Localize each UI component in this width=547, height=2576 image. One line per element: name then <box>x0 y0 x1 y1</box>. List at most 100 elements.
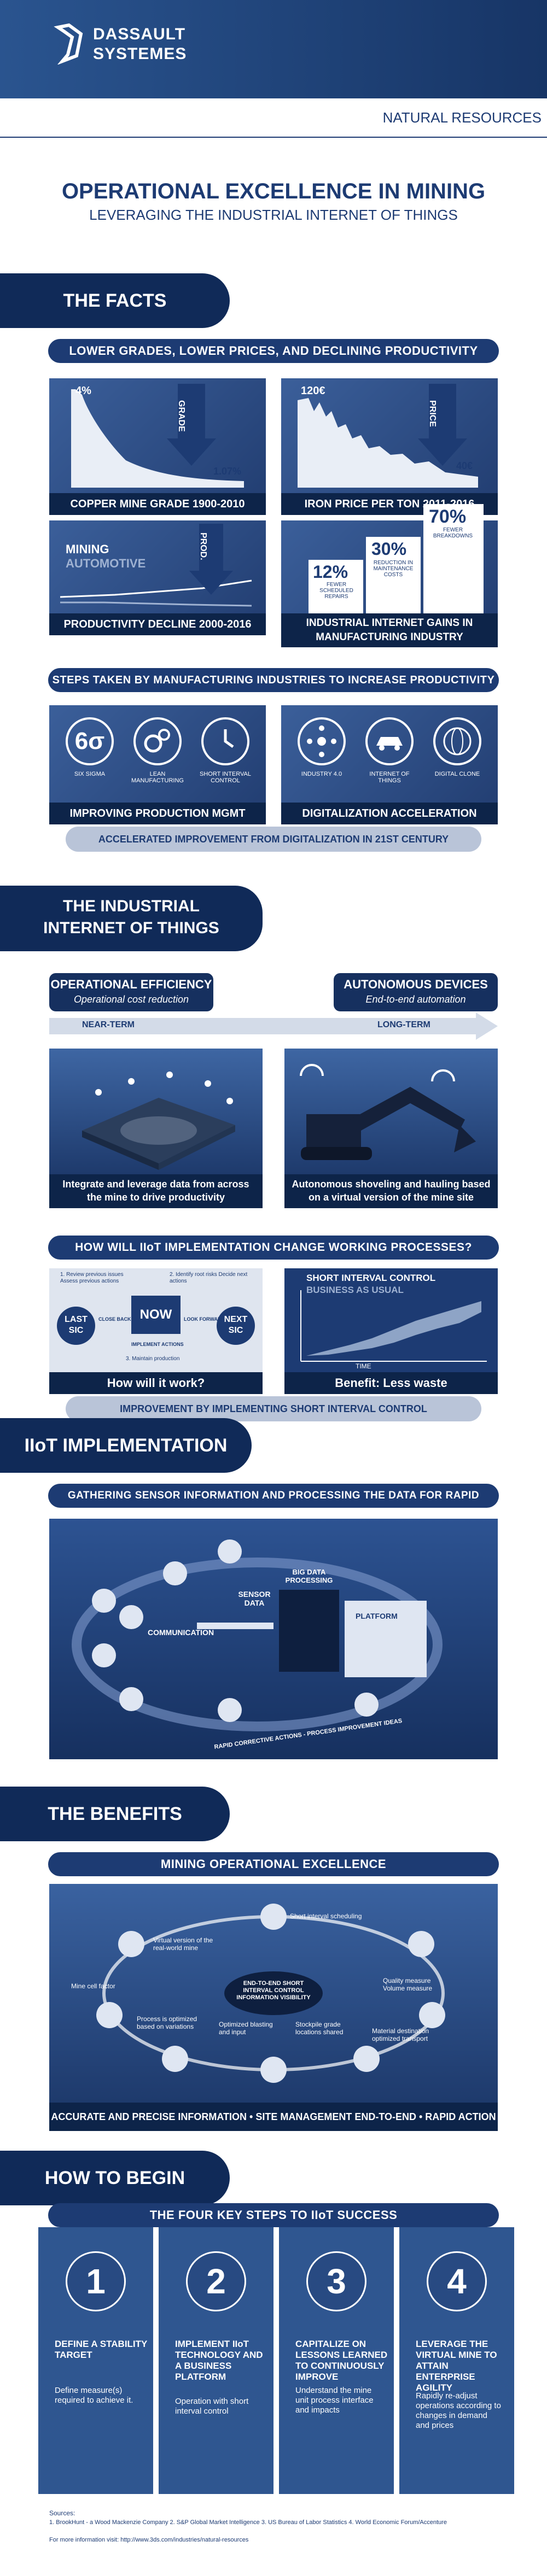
impl-banner-text: IIoT IMPLEMENTATION <box>24 1435 228 1456</box>
prod-down-arrow-icon <box>189 524 233 595</box>
begin-banner: HOW TO BEGIN <box>0 2151 230 2205</box>
price-down-arrow-icon <box>418 384 467 466</box>
copper-end: 1.07% <box>213 466 242 477</box>
step-3-title: CAPITALIZE ON LESSONS LEARNED TO CONTINU… <box>295 2339 388 2382</box>
gain-bar-12 <box>309 560 363 613</box>
price-arrow-label: PRICE <box>428 400 437 427</box>
tag-divider <box>0 137 547 138</box>
grade-arrow-label: GRADE <box>177 400 186 432</box>
productivity-panel: MINING AUTOMOTIVE PROD. <box>49 520 266 613</box>
mgmt-item-3: SHORT INTERVAL CONTROL <box>200 771 251 784</box>
accelerated-pill: ACCELERATED IMPROVEMENT FROM DIGITALIZAT… <box>66 827 481 852</box>
sources-link[interactable]: For more information visit: http://www.3… <box>49 2537 249 2543</box>
near-term-arrow: OPERATIONAL EFFICIENCY Operational cost … <box>49 973 498 1040</box>
impl-diagram: SENSOR DATA BIG DATA PROCESSING COMMUNIC… <box>49 1519 498 1759</box>
step-4-desc: Rapidly re-adjust operations according t… <box>416 2391 501 2430</box>
long-term-label: LONG-TERM <box>377 1020 430 1029</box>
big-data-label: BIG DATA PROCESSING <box>285 1568 333 1584</box>
clock-icon <box>201 717 249 765</box>
industry-network-icon <box>298 717 346 765</box>
gain-30-label: REDUCTION IN MAINTENANCE COSTS <box>373 560 414 578</box>
brand-name-1: DASSAULT <box>93 25 186 43</box>
digital-item-1: INDUSTRY 4.0 <box>301 771 342 777</box>
sensor-data-label: SENSOR DATA <box>238 1590 271 1607</box>
prod-arrow-label: PROD. <box>199 532 208 560</box>
gains-panel: 12% FEWER SCHEDULED REPAIRS 30% REDUCTIO… <box>281 504 498 613</box>
timeline-arrow-icon <box>476 1012 498 1040</box>
last-sic-circle: LAST SIC <box>57 1307 95 1345</box>
autonomous-panel <box>284 1049 498 1174</box>
benefit-item-5: Stockpile grade locations shared <box>295 2021 344 2036</box>
benefit-sub: BUSINESS AS USUAL <box>306 1285 404 1295</box>
step-2-title: IMPLEMENT IIoT TECHNOLOGY AND A BUSINESS… <box>175 2339 263 2382</box>
benefits-footer: ACCURATE AND PRECISE INFORMATION • SITE … <box>49 2103 498 2131</box>
op-efficiency-box <box>49 973 213 1011</box>
time-label: TIME <box>356 1362 371 1370</box>
benefit-item-4: Material destination optimized transport <box>372 2027 429 2042</box>
iron-start: 120€ <box>301 385 325 397</box>
benefit-title: SHORT INTERVAL CONTROL <box>306 1273 436 1283</box>
copper-start: 4% <box>75 385 91 397</box>
begin-banner-text: HOW TO BEGIN <box>44 2168 185 2188</box>
facts-banner: THE FACTS <box>0 273 230 328</box>
benefits-pill: MINING OPERATIONAL EXCELLENCE <box>48 1852 499 1876</box>
productivity-caption: PRODUCTIVITY DECLINE 2000-2016 <box>49 613 266 635</box>
sic-panel: LAST SIC NOW NEXT SIC 1. Review previous… <box>49 1268 263 1372</box>
question-pill: HOW WILL IIoT IMPLEMENTATION CHANGE WORK… <box>48 1236 499 1260</box>
op-efficiency-sub: Operational cost reduction <box>73 994 189 1005</box>
mine-data-panel <box>49 1049 263 1174</box>
iiot-banner-line1: THE INDUSTRIAL <box>63 897 200 915</box>
grade-down-arrow-icon <box>167 384 216 466</box>
autonomous-box <box>334 973 498 1011</box>
facts-pill: LOWER GRADES, LOWER PRICES, AND DECLININ… <box>48 339 499 363</box>
benefit-panel: SHORT INTERVAL CONTROL BUSINESS AS USUAL… <box>284 1268 498 1372</box>
copper-decline-curve <box>71 389 244 488</box>
step-1-title: DEFINE A STABILITY TARGET <box>55 2339 148 2360</box>
sic-caption: How will it work? <box>49 1372 263 1394</box>
gain-bar-70 <box>423 504 484 613</box>
mgmt-caption: IMPROVING PRODUCTION MGMT <box>49 803 266 824</box>
sic-step-1: 1. Review previous issues Assess previou… <box>60 1272 124 1284</box>
mining-label: MINING <box>66 542 109 556</box>
iron-end: 40€ <box>456 460 473 471</box>
gain-70-label: FEWER BREAKDOWNS <box>433 527 473 539</box>
six-sigma-icon: 6σ <box>66 717 114 765</box>
benefit-item-2: Short interval scheduling <box>290 1912 362 1920</box>
benefit-item-3: Quality measure Volume measure <box>383 1977 433 1992</box>
copper-chart-panel: 4% 1.07% GRADE <box>49 378 266 493</box>
step-2-number: 2 <box>186 2251 246 2311</box>
gain-12-value: 12% <box>313 562 348 582</box>
step-1-desc: Define measure(s) required to achieve it… <box>55 2386 133 2405</box>
benefit-item-7: Process is optimized based on variations <box>137 2015 197 2030</box>
step-3-number: 3 <box>306 2251 366 2311</box>
benefits-diagram: END-TO-END SHORT INTERVAL CONTROL INFORM… <box>49 1884 498 2103</box>
step-2-desc: Operation with short interval control <box>175 2397 249 2416</box>
benefits-banner: THE BENEFITS <box>0 1787 230 1841</box>
automotive-label: AUTOMOTIVE <box>66 557 146 570</box>
timeline-bar <box>49 1018 481 1034</box>
next-sic-circle: NEXT SIC <box>217 1307 255 1345</box>
platform-label: PLATFORM <box>356 1612 398 1620</box>
page-title: OPERATIONAL EXCELLENCE IN MINING <box>61 179 486 203</box>
ds-logo-icon <box>53 23 86 65</box>
gain-bar-30 <box>366 537 421 613</box>
impl-loop <box>72 1539 443 1731</box>
impl-pill: GATHERING SENSOR INFORMATION AND PROCESS… <box>48 1484 499 1525</box>
mine-platform-illustration <box>82 1072 235 1170</box>
lean-gears-icon <box>133 717 182 765</box>
digital-item-3: DIGITAL CLONE <box>434 771 480 777</box>
step-1: 1 DEFINE A STABILITY TARGET Define measu… <box>38 2227 153 2494</box>
iron-decline-curve <box>298 398 478 488</box>
benefit-item-8: Mine cell factor <box>71 1982 115 1990</box>
mgmt-item-1: SIX SIGMA <box>74 771 106 777</box>
gain-12-label: FEWER SCHEDULED REPAIRS <box>319 582 353 600</box>
step-2: 2 IMPLEMENT IIoT TECHNOLOGY AND A BUSINE… <box>159 2227 274 2494</box>
digital-panel: INDUSTRY 4.0 INTERNET OF THINGS DIGITAL … <box>281 705 498 803</box>
benefits-loop <box>96 1904 445 2083</box>
sources-list: 1. BrookHunt - a Wood Mackenzie Company … <box>49 2519 447 2526</box>
digital-item-2: INTERNET OF THINGS <box>369 771 410 784</box>
facts-banner-text: THE FACTS <box>63 290 167 311</box>
now-box: NOW <box>131 1296 181 1334</box>
step-3-desc: Understand the mine unit process interfa… <box>295 2386 374 2415</box>
step-4: 4 LEVERAGE THE VIRTUAL MINE TO ATTAIN EN… <box>399 2227 514 2494</box>
